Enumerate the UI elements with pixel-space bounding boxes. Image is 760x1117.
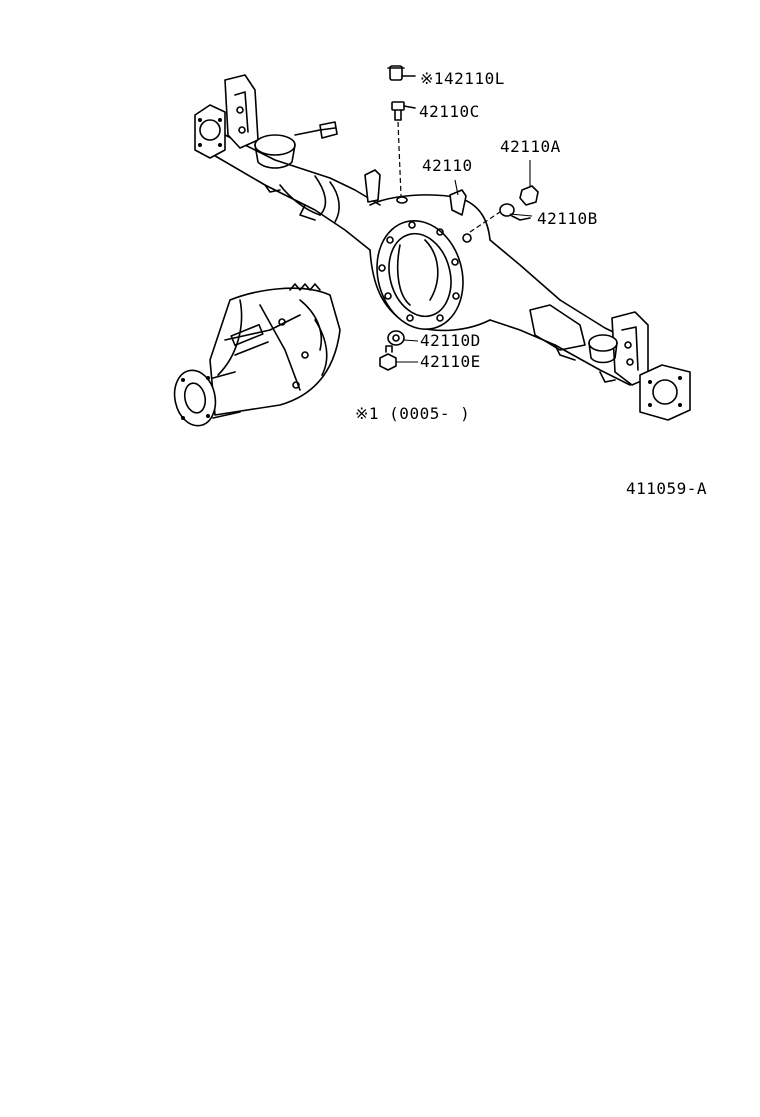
differential-carrier	[173, 283, 341, 427]
label-42110L: ※142110L	[420, 69, 505, 88]
breather-leader-line	[397, 121, 402, 197]
figure-id: 411059-A	[626, 479, 708, 498]
label-42110D: 42110D	[420, 331, 481, 350]
footnote-text: ※1 (0005- )	[355, 404, 471, 423]
breather-cap-42110L	[387, 65, 416, 81]
axle-housing-42110	[194, 74, 691, 421]
label-42110B: 42110B	[537, 209, 598, 228]
housing-leader-line	[454, 179, 459, 196]
plug-42110A	[519, 160, 539, 206]
label-42110E: 42110E	[420, 352, 481, 371]
breather-plug-42110C	[391, 101, 416, 121]
label-42110C: 42110C	[419, 102, 480, 121]
label-42110A: 42110A	[500, 137, 561, 156]
plug-42110E	[379, 345, 418, 371]
gasket-42110D	[387, 330, 419, 346]
drain-leader-line	[469, 211, 501, 233]
label-42110: 42110	[422, 156, 473, 175]
gasket-42110B	[499, 203, 531, 221]
